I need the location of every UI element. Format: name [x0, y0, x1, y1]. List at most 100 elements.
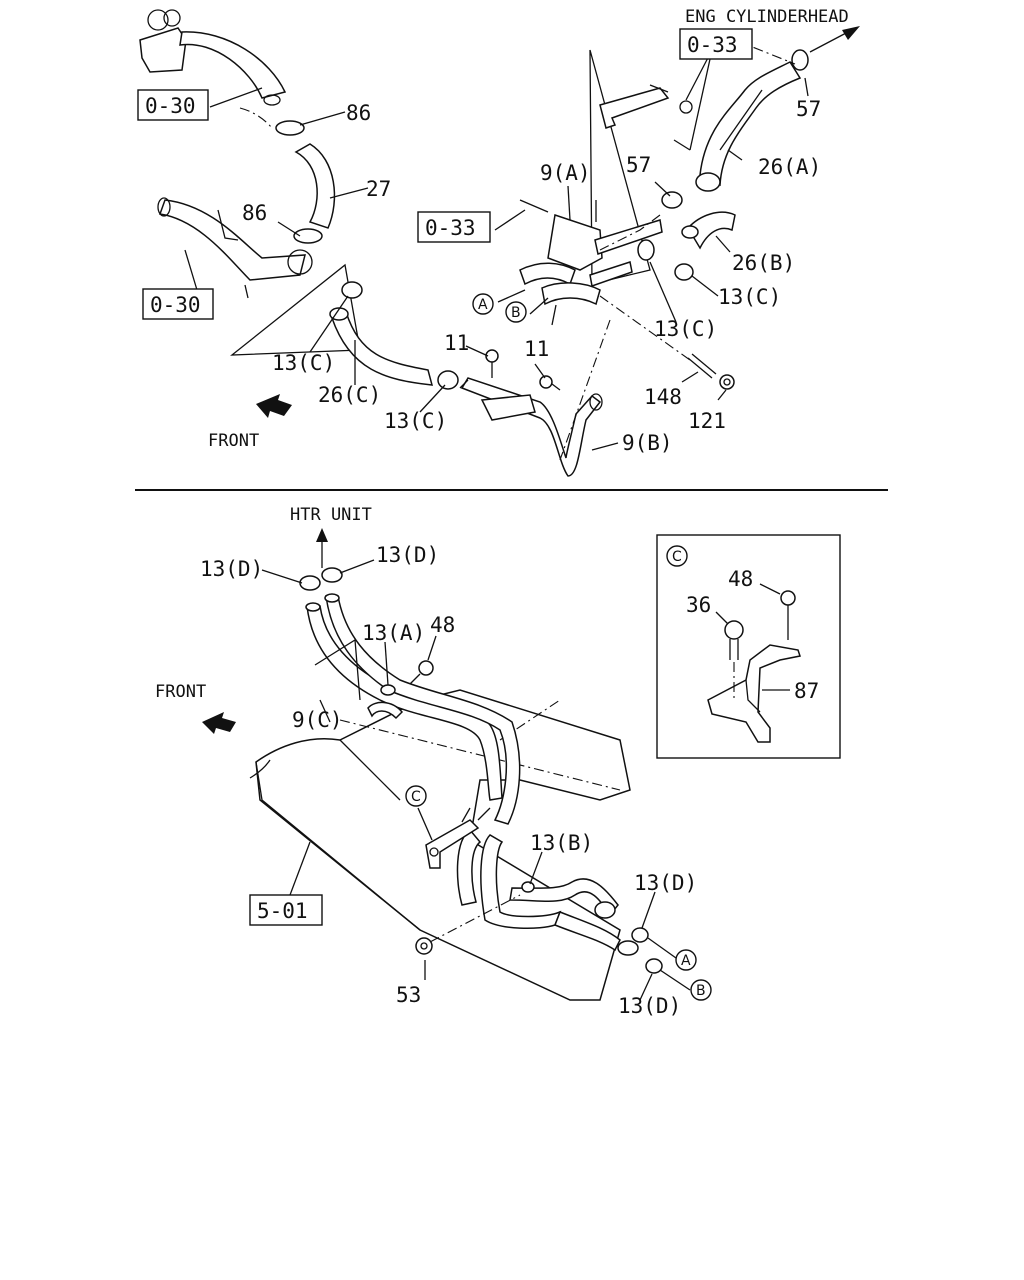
hose-26b	[681, 211, 736, 250]
ref-box	[137, 89, 209, 121]
pipe-9a	[519, 199, 663, 326]
inset-circle-marker	[666, 545, 688, 567]
part-13c-right: 13(C)	[718, 285, 781, 309]
bracket-clip-c	[425, 807, 491, 869]
part-13d-lower: 13(D)	[618, 994, 681, 1018]
leader	[647, 937, 677, 959]
part-48-bottom: 48	[430, 613, 455, 637]
align-line	[559, 319, 611, 461]
part-121: 121	[688, 409, 726, 433]
leader	[719, 89, 763, 151]
inset-detail-c: C 48 36 87	[656, 534, 841, 759]
circle-marker-b	[505, 301, 527, 323]
front-arrow-icon	[202, 712, 236, 734]
part-13b: 13(B)	[530, 831, 593, 855]
part-11-left: 11	[444, 331, 469, 355]
part-57-right: 57	[796, 97, 821, 121]
leader	[681, 371, 699, 383]
leader	[419, 384, 446, 413]
part-148: 148	[644, 385, 682, 409]
leader	[384, 641, 389, 686]
leader	[261, 569, 303, 584]
part-13d-lower-upper: 13(D)	[634, 871, 697, 895]
clamp-13a	[380, 684, 396, 696]
callout-triangle-right	[589, 49, 651, 285]
leader	[659, 969, 691, 991]
circle-marker-c	[405, 785, 427, 807]
ref-box	[249, 894, 323, 926]
circle-marker-a	[675, 949, 697, 971]
ref-5-01: 5-01	[257, 899, 308, 923]
part-13c-left: 13(C)	[272, 351, 335, 375]
water-pipe-0-30	[157, 197, 313, 299]
circle-letter-b: B	[696, 983, 706, 999]
leader	[427, 635, 437, 661]
part-86-lower: 86	[242, 201, 267, 225]
callout-triangle-left	[230, 263, 361, 356]
align-line	[599, 214, 661, 251]
leader	[465, 345, 489, 357]
leader	[529, 851, 543, 885]
nut-121	[719, 374, 735, 390]
ref-0-33-upper: 0-33	[687, 33, 738, 57]
inset-part-36: 36	[686, 593, 711, 617]
leader	[497, 289, 526, 303]
circle-letter-c: C	[411, 789, 421, 805]
leader	[641, 891, 656, 929]
eng-cylinderhead-label: ENG CYLINDERHEAD	[685, 7, 849, 27]
align-line	[239, 107, 273, 129]
leader	[494, 209, 526, 231]
leader	[691, 275, 719, 297]
bottom-diagram: 5-01 HTR UNIT FRONT 13(D) 13(D) 13(A) 48…	[155, 505, 841, 1018]
leader	[639, 973, 653, 1001]
ref-box	[679, 28, 753, 60]
align-line	[599, 295, 691, 361]
arrow-head-icon	[842, 26, 860, 40]
part-11-right: 11	[524, 337, 549, 361]
part-26b: 26(B)	[732, 251, 795, 275]
inset-part-48: 48	[728, 567, 753, 591]
circle-marker-a	[472, 293, 494, 315]
part-86-upper: 86	[346, 101, 371, 125]
leader	[591, 442, 619, 451]
circle-letter-a: A	[681, 953, 691, 969]
front-label-top: FRONT	[208, 431, 259, 451]
hose-26c	[329, 281, 459, 390]
leader	[339, 559, 375, 574]
clamp-13d-right	[321, 567, 343, 583]
clamp-57	[661, 191, 683, 209]
leader	[299, 111, 346, 126]
part-27: 27	[366, 177, 391, 201]
thermostat-housing	[139, 9, 287, 106]
circle-letter-b: B	[511, 305, 521, 321]
inset-circle-letter: C	[672, 549, 682, 565]
ref-box	[417, 211, 491, 243]
leader	[649, 261, 677, 323]
part-26c: 26(C)	[318, 383, 381, 407]
top-diagram: 0-30 0-30 0-33 0-33 ENG CYLINDERHEAD FRO…	[137, 7, 860, 477]
htr-unit-label: HTR UNIT	[290, 505, 372, 525]
part-9c: 9(C)	[292, 708, 343, 732]
leader	[289, 841, 311, 896]
stud-148	[687, 353, 717, 379]
ref-0-33-lower: 0-33	[425, 216, 476, 240]
leader	[654, 181, 671, 197]
leader	[209, 87, 263, 108]
part-13d-upper-left: 13(D)	[200, 557, 263, 581]
front-label-bottom: FRONT	[155, 682, 206, 702]
ref-box	[142, 288, 214, 320]
part-13a: 13(A)	[362, 621, 425, 645]
nut-53	[415, 937, 433, 955]
circle-letter-a: A	[478, 297, 488, 313]
part-13c-center: 13(C)	[654, 317, 717, 341]
part-9b: 9(B)	[622, 431, 673, 455]
leader	[314, 638, 361, 701]
ref-0-30-lower: 0-30	[150, 293, 201, 317]
clamp-13d-lower-upper	[631, 927, 649, 943]
leader	[727, 149, 743, 161]
leader	[534, 363, 546, 379]
ref-0-30-upper: 0-30	[145, 94, 196, 118]
bracket-0-33	[599, 84, 693, 151]
